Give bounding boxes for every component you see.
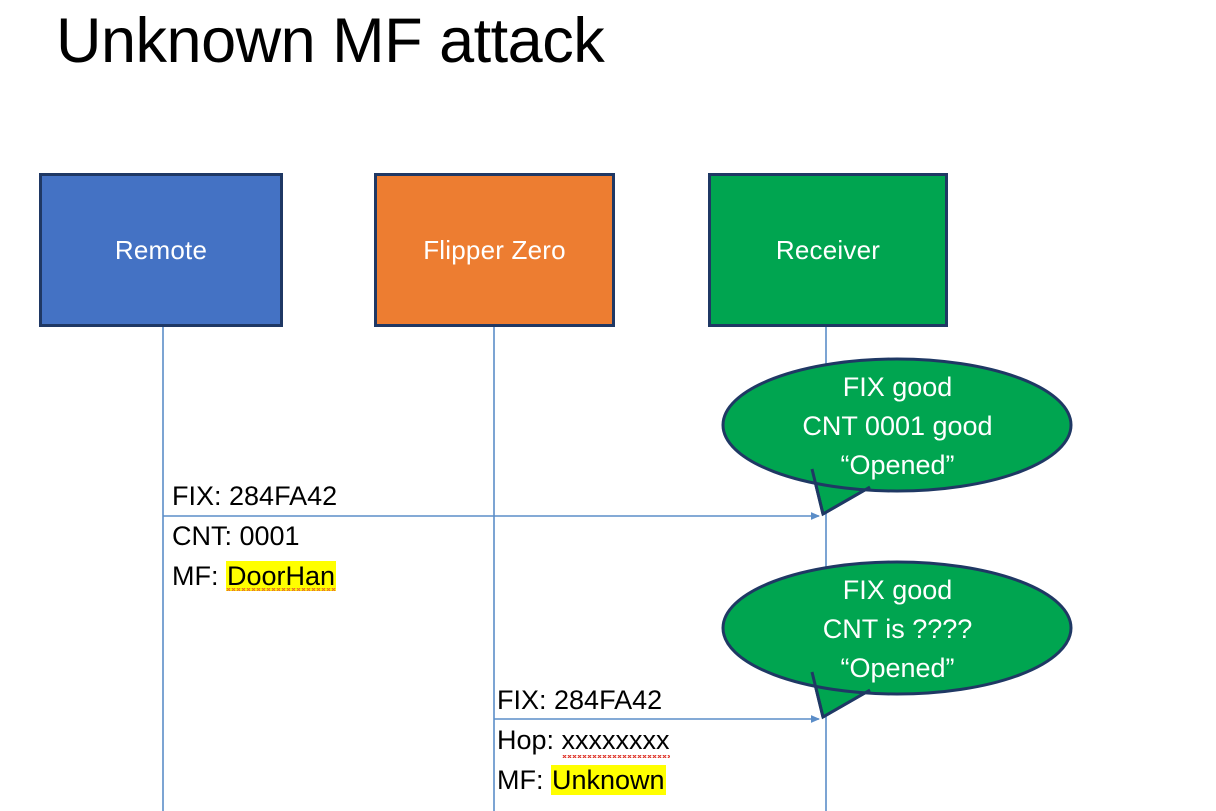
message-value: 0001	[239, 521, 300, 551]
message-line: MF: DoorHan	[172, 556, 337, 596]
message-label: Hop:	[497, 725, 562, 755]
message-value-highlighted: DoorHan	[227, 561, 336, 591]
actor-box-receiver[interactable]: Receiver	[708, 173, 948, 327]
message-line: Hop: xxxxxxxx	[497, 720, 670, 760]
actor-box-flipper[interactable]: Flipper Zero	[374, 173, 615, 327]
message-value-misspelled: xxxxxxxx	[561, 725, 670, 758]
message-value-highlighted: Unknown	[551, 765, 666, 795]
message-labels-2: FIX: 284FA42 Hop: xxxxxxxx MF: Unknown	[497, 680, 670, 800]
message-labels-1: FIX: 284FA42 CNT: 0001 MF: DoorHan	[172, 476, 337, 596]
actor-label-remote: Remote	[114, 234, 208, 265]
message-value: 284FA42	[229, 481, 338, 511]
message-label: CNT:	[172, 521, 240, 551]
callout-bubble-1	[721, 357, 1073, 517]
callout-bubble-2	[721, 560, 1073, 720]
message-label: FIX:	[172, 481, 230, 511]
message-label: MF:	[172, 561, 226, 591]
actor-label-receiver: Receiver	[775, 234, 881, 265]
message-line: MF: Unknown	[497, 760, 670, 800]
message-line: CNT: 0001	[172, 516, 337, 556]
page-title: Unknown MF attack	[56, 6, 605, 76]
message-value: 284FA42	[554, 685, 663, 715]
message-label: FIX:	[497, 685, 555, 715]
actor-label-flipper: Flipper Zero	[423, 234, 566, 265]
message-line: FIX: 284FA42	[172, 476, 337, 516]
message-label: MF:	[497, 765, 551, 795]
actor-box-remote[interactable]: Remote	[39, 173, 283, 327]
message-line: FIX: 284FA42	[497, 680, 670, 720]
